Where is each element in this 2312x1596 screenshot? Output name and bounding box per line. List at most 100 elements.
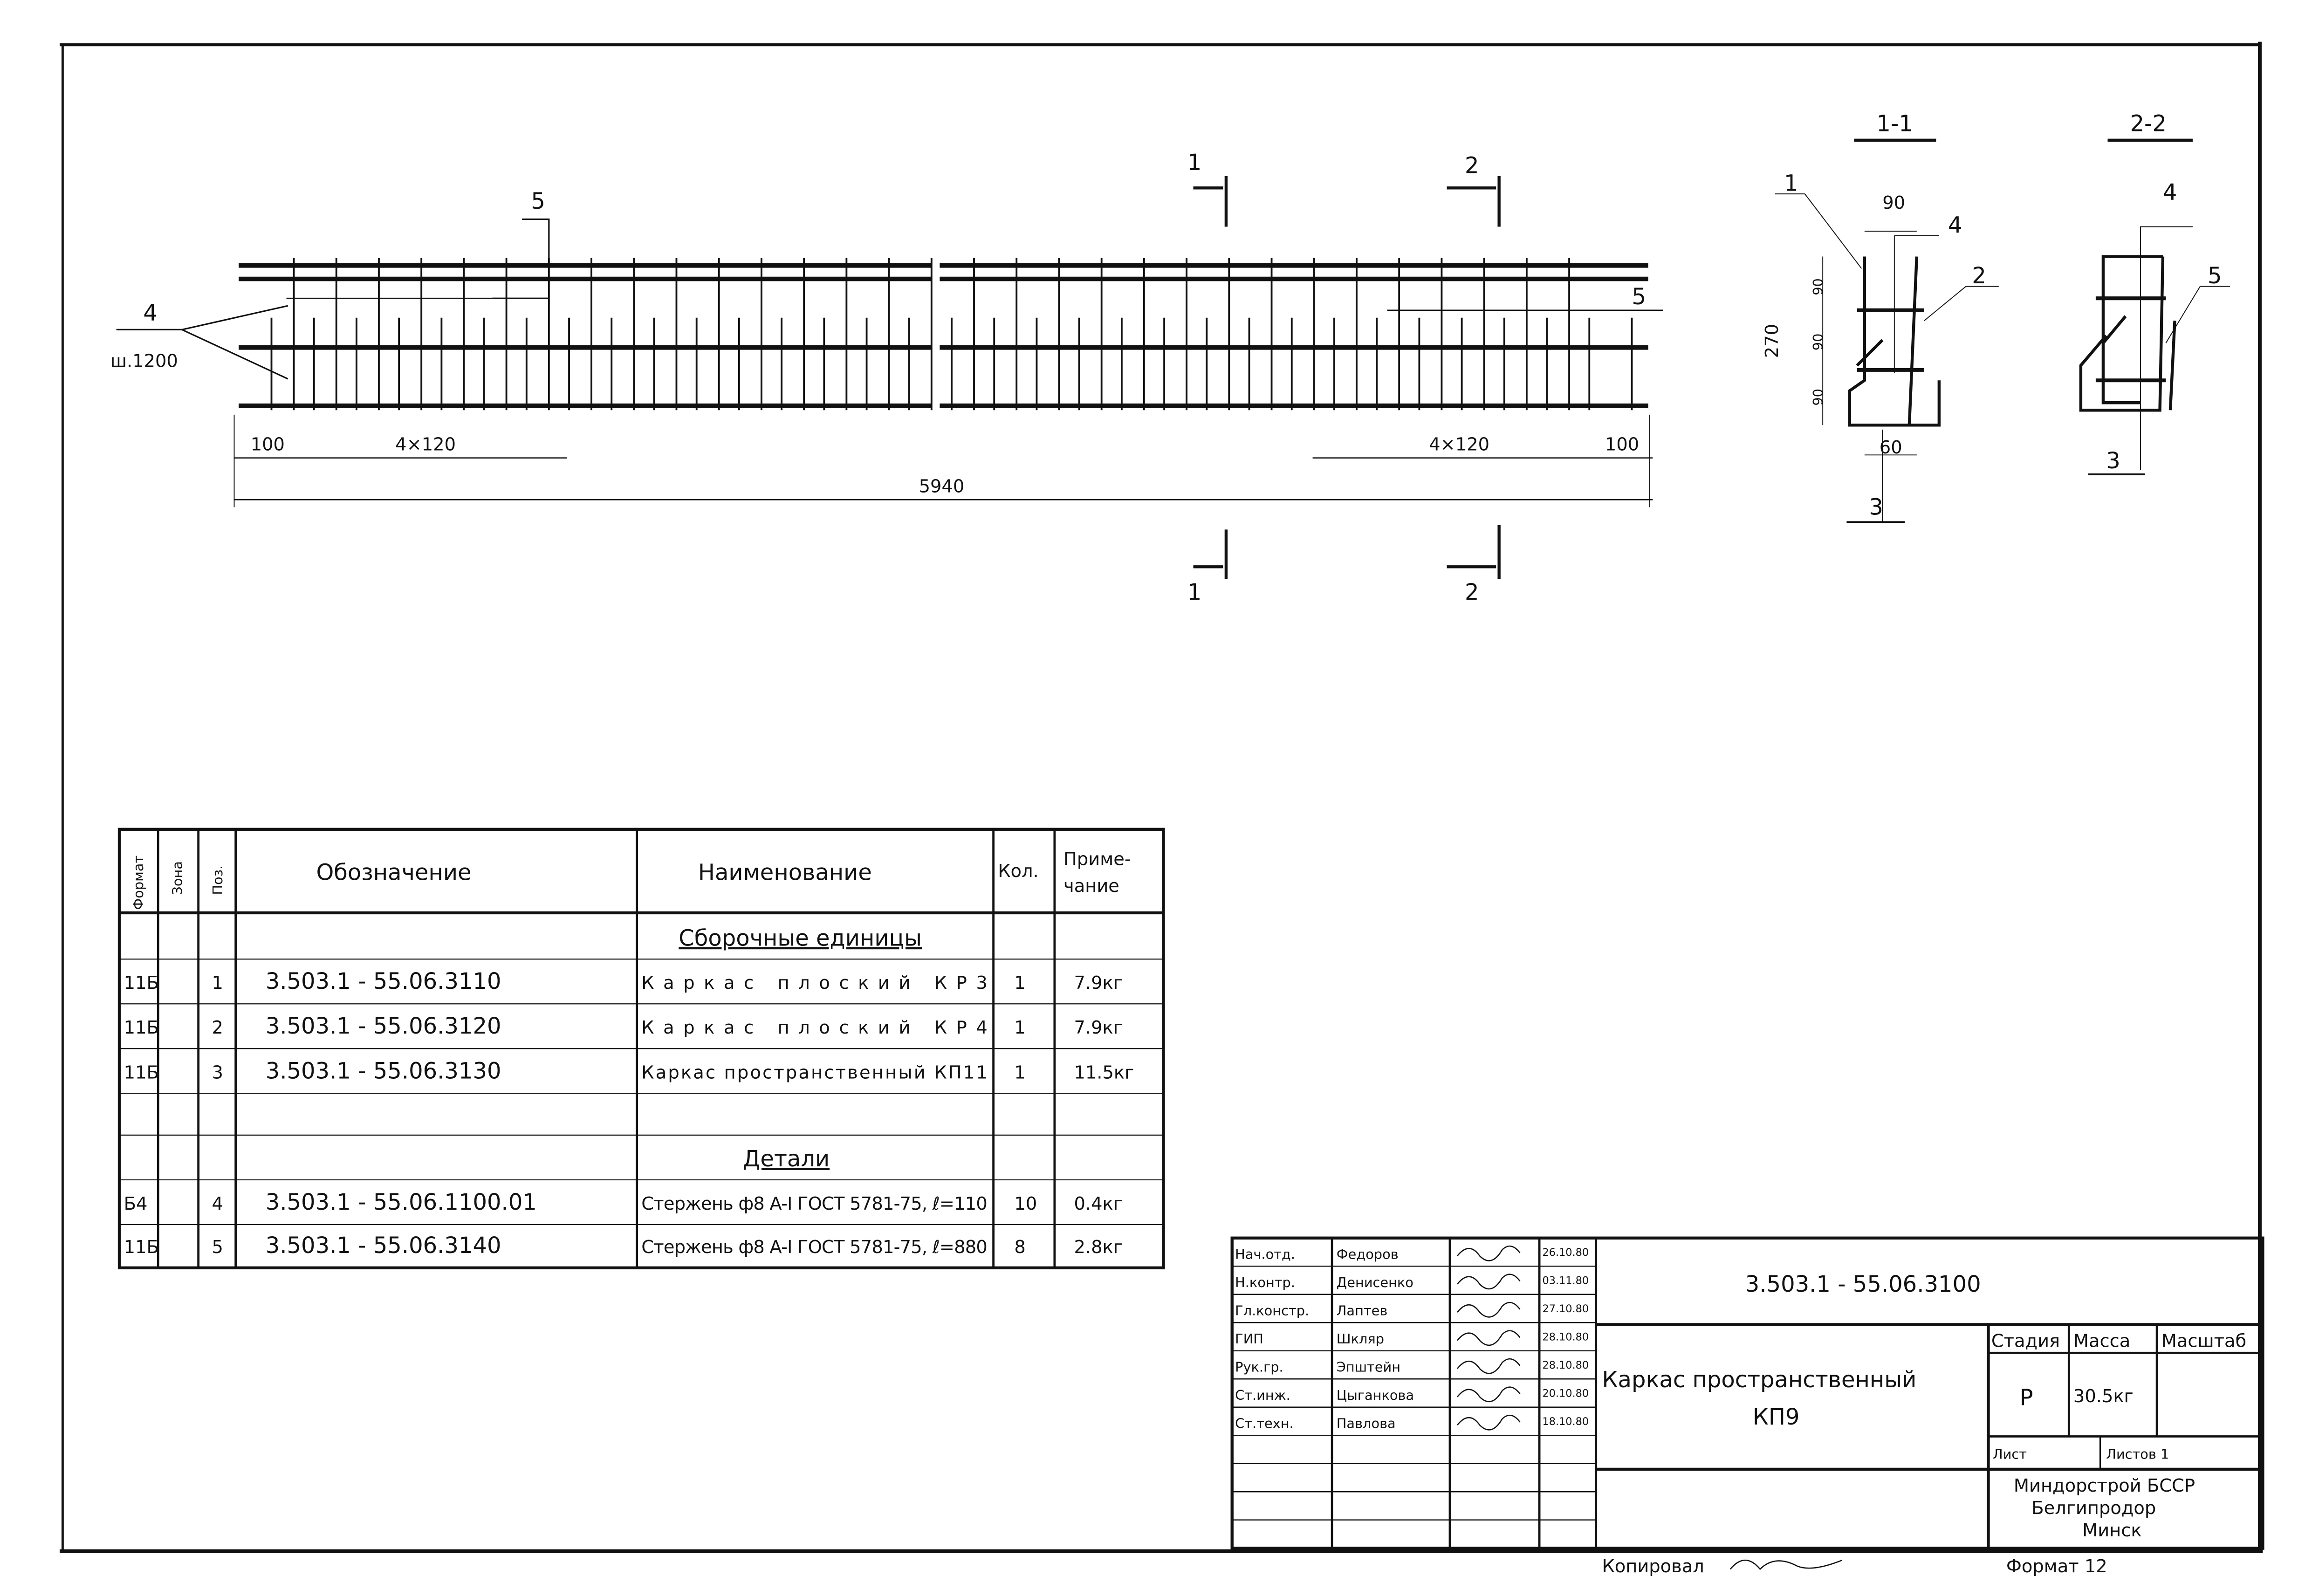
title-line-2: КП9 <box>1753 1404 1800 1430</box>
section-2-2: 2-2 4 5 3 <box>2079 111 2230 475</box>
longitudinal-bars <box>239 263 1648 408</box>
signer-role: Гл.констр. <box>1235 1303 1309 1319</box>
section-1-dim-90: 90 <box>1882 192 1905 213</box>
stage-value: Р <box>2020 1384 2033 1411</box>
cell-qty: 1 <box>1014 973 1025 993</box>
section-2-title: 2-2 <box>2130 111 2167 137</box>
scale-label: Масштаб <box>2161 1330 2246 1351</box>
title-line-1: Каркас пространственный <box>1602 1367 1916 1393</box>
section-cut-2: 2 2 <box>1447 152 1501 605</box>
cell-name: Стержень ф8 A-I ГОСТ 5781-75, ℓ=110 <box>641 1193 988 1214</box>
signature <box>1457 1330 1521 1346</box>
section-1-title: 1-1 <box>1876 111 1913 137</box>
cell-pos: 2 <box>212 1017 223 1038</box>
signature <box>1457 1414 1521 1431</box>
cell-note: 7.9кг <box>1074 973 1122 993</box>
sheets-label: Листов 1 <box>2106 1446 2169 1462</box>
section-2-label-5: 5 <box>2208 263 2222 289</box>
signer-role: Нач.отд. <box>1235 1247 1295 1262</box>
cell-code: 3.503.1 - 55.06.1100.01 <box>266 1189 537 1215</box>
signer-role: Ст.техн. <box>1235 1416 1294 1432</box>
cell-note: 0.4кг <box>1074 1193 1122 1214</box>
header-pos: Поз. <box>210 865 226 895</box>
copied-label: Копировал <box>1602 1556 1704 1577</box>
section-2-label-4: 4 <box>2163 179 2177 205</box>
copier-signature <box>1729 1559 1843 1570</box>
signer-date: 18.10.80 <box>1542 1416 1589 1428</box>
dim-right-spacing: 4×120 <box>1429 434 1489 455</box>
signer-name: Лаптев <box>1337 1303 1388 1319</box>
cell-pos: 1 <box>212 973 223 993</box>
cell-name: Каркас плоский КР3 <box>641 973 988 993</box>
cell-name: Стержень ф8 A-I ГОСТ 5781-75, ℓ=880 <box>641 1237 988 1258</box>
signer-role: Рук.гр. <box>1235 1359 1283 1375</box>
header-designation: Обозначение <box>316 860 472 886</box>
dim-left-end: 100 <box>251 434 285 455</box>
cell-format: 11Б <box>124 1062 159 1083</box>
cut2-bottom-label: 2 <box>1465 579 1479 605</box>
signature <box>1457 1386 1521 1403</box>
signer-name: Шкляр <box>1337 1331 1384 1347</box>
pos4-label: 4 <box>143 300 158 326</box>
signature <box>1457 1246 1521 1261</box>
section-1-dim-270: 270 <box>1762 324 1783 358</box>
section-1-dim-60: 60 <box>1880 437 1902 458</box>
signer-date: 20.10.80 <box>1542 1388 1589 1400</box>
section-cut-1: 1 1 <box>1187 150 1228 605</box>
org-line-3: Минск <box>2082 1520 2141 1541</box>
cell-note: 7.9кг <box>1074 1017 1122 1038</box>
cell-pos: 5 <box>212 1237 223 1258</box>
cell-qty: 8 <box>1014 1237 1025 1258</box>
header-qty: Кол. <box>998 861 1038 882</box>
signer-date: 26.10.80 <box>1542 1247 1589 1259</box>
pos5-label: 5 <box>531 188 545 214</box>
pos5-right-label: 5 <box>1632 284 1647 310</box>
sheet-label: Лист <box>1993 1446 2027 1462</box>
section-1-label-1: 1 <box>1784 171 1798 197</box>
section-2-label-3: 3 <box>2106 448 2120 474</box>
cell-pos: 3 <box>212 1062 223 1083</box>
cut1-top-label: 1 <box>1187 150 1202 176</box>
pos4-spacing-label: ш.1200 <box>110 350 178 371</box>
cell-qty: 1 <box>1014 1062 1025 1083</box>
dim-left-spacing: 4×120 <box>395 434 456 455</box>
signer-date: 28.10.80 <box>1542 1359 1589 1371</box>
cell-qty: 1 <box>1014 1017 1025 1038</box>
org-line-1: Миндорстрой БССР <box>2014 1475 2195 1496</box>
signer-name: Эпштейн <box>1337 1359 1400 1375</box>
section-1-1: 1-1 1 4 2 3 90 270 90 90 90 60 <box>1762 111 1999 523</box>
dim-total: 5940 <box>919 476 965 497</box>
cell-format: 11Б <box>124 1237 159 1258</box>
cell-code: 3.503.1 - 55.06.3110 <box>266 968 501 994</box>
header-note-2: чание <box>1063 876 1119 897</box>
stage-label: Стадия <box>1991 1330 2060 1351</box>
document-code: 3.503.1 - 55.06.3100 <box>1745 1271 1981 1297</box>
header-name: Наименование <box>698 860 872 886</box>
cell-code: 3.503.1 - 55.06.3130 <box>266 1058 501 1084</box>
cell-name: Каркас плоский КР4 <box>641 1017 988 1038</box>
cell-qty: 10 <box>1014 1193 1037 1214</box>
section-1-dim-90b: 90 <box>1810 334 1826 351</box>
cell-note: 11.5кг <box>1074 1062 1134 1083</box>
cell-pos: 4 <box>212 1193 223 1214</box>
signer-name: Денисенко <box>1337 1274 1413 1290</box>
signer-role: Ст.инж. <box>1235 1387 1290 1403</box>
header-zone: Зона <box>169 861 185 895</box>
cell-note: 2.8кг <box>1074 1237 1122 1258</box>
elevation-view: 5 4 ш.1200 5 100 4×120 5940 4×120 100 1 … <box>110 150 1663 605</box>
signer-row: Рук.гр. Эпштейн 28.10.80 <box>1235 1358 1589 1375</box>
signer-date: 03.11.80 <box>1542 1275 1589 1287</box>
signature <box>1457 1358 1521 1374</box>
signer-date: 28.10.80 <box>1542 1331 1589 1343</box>
